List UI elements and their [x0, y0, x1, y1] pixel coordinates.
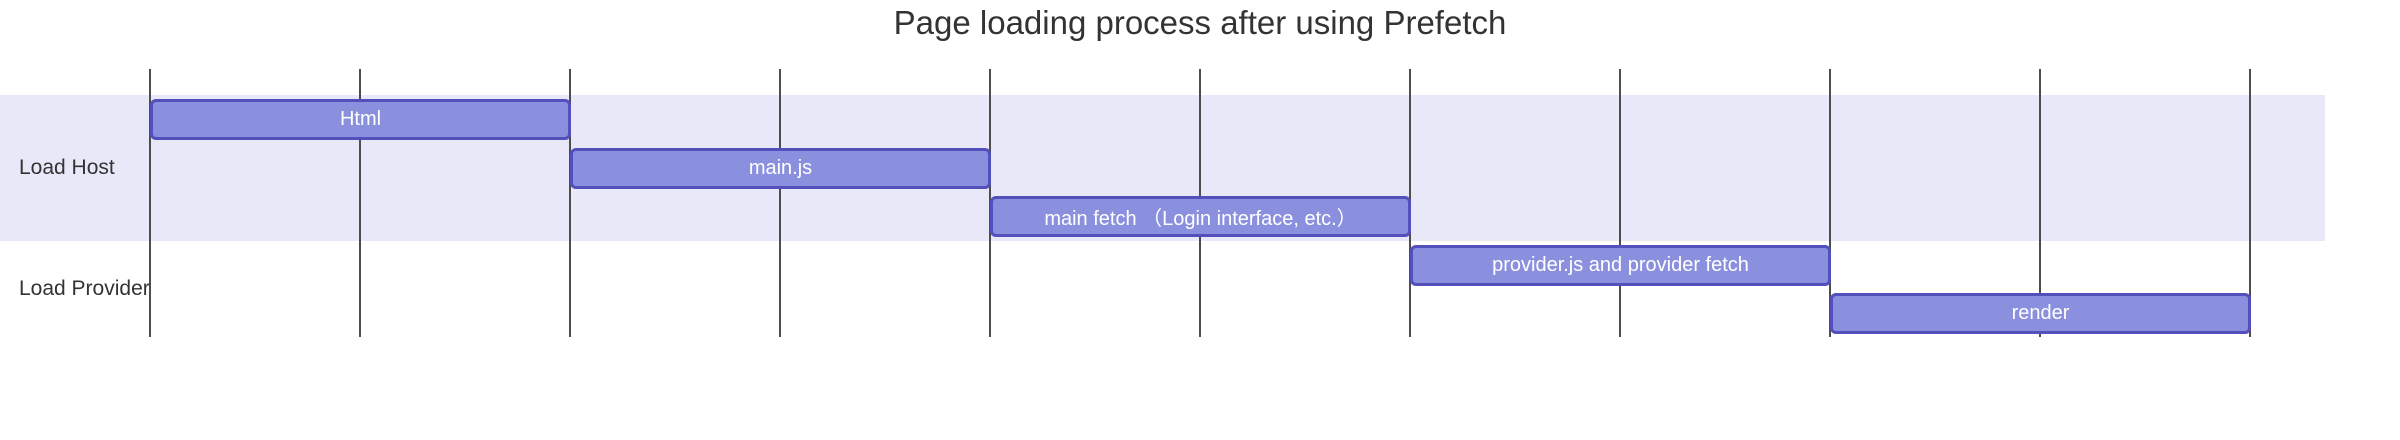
grid-line	[149, 69, 151, 337]
task-bar: Html	[150, 99, 571, 140]
grid-line	[1619, 69, 1621, 337]
grid-line	[359, 69, 361, 337]
task-bar: provider.js and provider fetch	[1410, 245, 1831, 286]
grid-line	[2039, 69, 2041, 337]
grid-line	[779, 69, 781, 337]
task-bar: render	[1830, 293, 2251, 334]
task-bar: main fetch （Login interface, etc.）	[990, 196, 1411, 237]
task-label: main.js	[748, 157, 813, 179]
task-label: Html	[339, 108, 382, 130]
task-label: main fetch （Login interface, etc.）	[1044, 208, 1357, 230]
task-bar: main.js	[570, 148, 991, 189]
chart-title: Page loading process after using Prefetc…	[893, 4, 1507, 41]
section-label: Load Provider	[19, 277, 150, 301]
grid-line	[1829, 69, 1831, 337]
grid-line	[569, 69, 571, 337]
grid-line	[2249, 69, 2251, 337]
task-label: render	[2011, 302, 2070, 324]
section-label: Load Host	[19, 155, 115, 179]
task-label: provider.js and provider fetch	[1492, 254, 1749, 276]
